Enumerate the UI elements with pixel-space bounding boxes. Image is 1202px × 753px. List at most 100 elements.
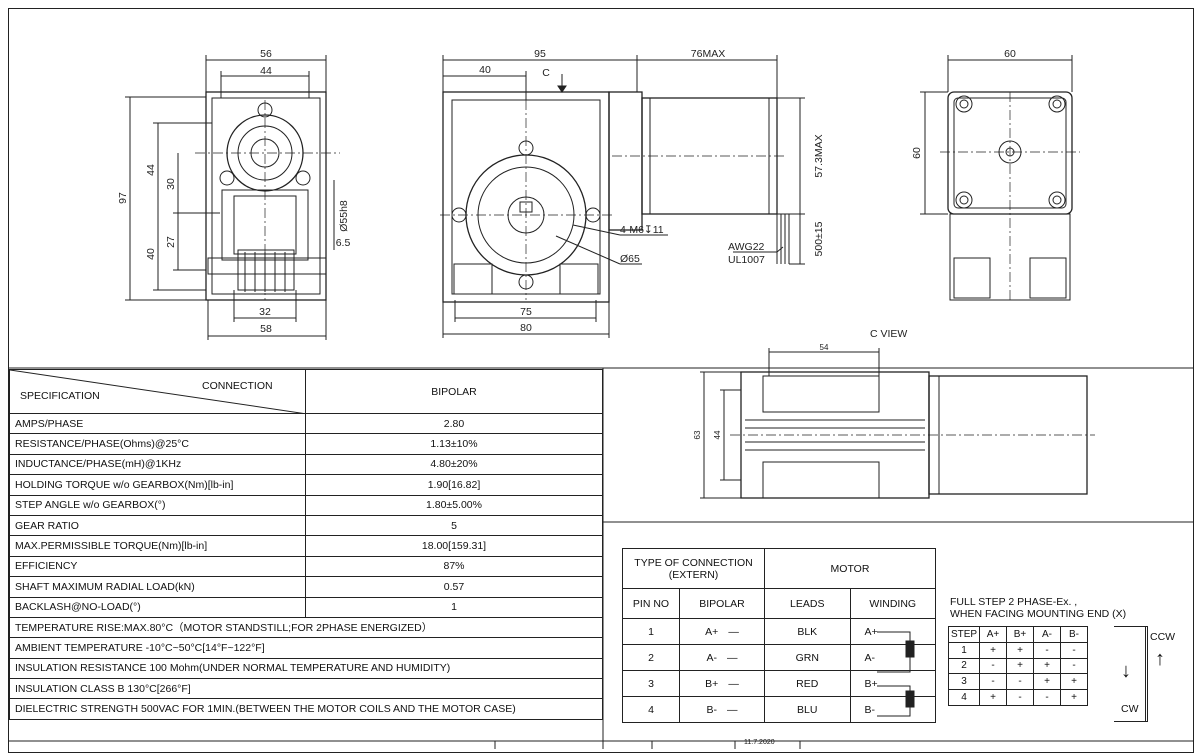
arrow-up-icon: ↑ <box>1155 648 1165 670</box>
lead-color-text: RED <box>796 677 819 690</box>
wire-spec: UL1007 <box>728 254 765 266</box>
step-row: 3--++ <box>948 673 1088 691</box>
dim-label: 40 <box>145 248 157 260</box>
lead-color-text: BLK <box>797 625 818 638</box>
spec-note: DIELECTRIC STRENGTH 500VAC FOR 1MIN.(BET… <box>9 698 603 720</box>
step-cell: + <box>1033 673 1061 691</box>
bipolar-lead: A+— <box>679 618 765 645</box>
step-title-line1: FULL STEP 2 PHASE-Ex. , <box>950 596 1078 608</box>
step-cell: + <box>979 689 1007 706</box>
winding-text: A- <box>864 651 876 664</box>
step-cell: - <box>979 657 1007 675</box>
title-block-date: 11.7.2020 <box>744 739 775 746</box>
spec-value: 4.80±20% <box>305 453 603 476</box>
spec-value: 2.80 <box>305 412 603 435</box>
col-bipolar: BIPOLAR <box>679 588 765 619</box>
step-cell: + <box>1006 641 1034 659</box>
spec-note: INSULATION RESISTANCE 100 Mohm(UNDER NOR… <box>9 657 603 680</box>
pin-no: 1 <box>622 618 680 645</box>
step-cell: - <box>1060 657 1088 675</box>
step-cell: + <box>1033 657 1061 675</box>
dim-label: 60 <box>911 147 923 159</box>
dim-label: 80 <box>520 322 532 334</box>
pin-no: 4 <box>622 696 680 723</box>
spec-label: BACKLASH@NO-LOAD(°) <box>9 596 306 618</box>
step-row: 2-++- <box>948 657 1088 675</box>
dim-label: 63 <box>693 430 702 439</box>
spec-row: MAX.PERMISSIBLE TORQUE(Nm)[lb-in]18.00[1… <box>9 535 603 557</box>
dim-label: 44 <box>260 65 272 77</box>
spec-header-right: BIPOLAR <box>305 369 603 414</box>
hole-note: 4-M6↧11 <box>620 224 664 236</box>
arrow-down-icon: ↓ <box>1121 660 1131 682</box>
spec-note: TEMPERATURE RISE:MAX.80°C（MOTOR STANDSTI… <box>9 616 603 639</box>
spec-label: EFFICIENCY <box>9 555 306 578</box>
direction-box <box>1114 626 1148 722</box>
step-cell: + <box>1060 689 1088 706</box>
step-header: A+ <box>979 626 1007 643</box>
step-header: STEP <box>948 626 980 643</box>
spec-note-row: DIELECTRIC STRENGTH 500VAC FOR 1MIN.(BET… <box>9 698 603 720</box>
spec-value: 0.57 <box>305 576 603 598</box>
spec-label: INDUCTANCE/PHASE(mH)@1KHz <box>9 453 306 476</box>
col-pin-no: PIN NO <box>622 588 680 619</box>
dim-label: 44 <box>713 430 722 439</box>
bipolar-lead-text: A- <box>706 651 718 664</box>
c-view <box>700 348 1095 499</box>
spec-note-row: AMBIENT TEMPERATURE -10°C~50°C[14°F~122°… <box>9 637 603 659</box>
spec-value: 1 <box>305 596 603 618</box>
spec-header-mid: CONNECTION <box>202 380 273 392</box>
direction-box-divider <box>1145 626 1178 722</box>
pin-no: 2 <box>622 644 680 671</box>
spec-label: RESISTANCE/PHASE(Ohms)@25°C <box>9 433 306 455</box>
winding-text: B+ <box>864 677 878 690</box>
lead-color: BLK <box>764 618 851 645</box>
cw-label: CW <box>1121 703 1139 715</box>
dim-label: 56 <box>260 48 272 60</box>
step-cell: 4 <box>948 689 980 706</box>
step-cell: + <box>979 641 1007 659</box>
winding: B+ <box>849 670 936 697</box>
step-cell: - <box>1006 689 1034 706</box>
winding: B- <box>849 696 936 723</box>
step-cell: + <box>1006 657 1034 675</box>
lead-line: — <box>728 625 739 638</box>
spec-value: 87% <box>305 555 603 578</box>
step-cell: + <box>1060 673 1088 691</box>
connection-type-header: TYPE OF CONNECTION (EXTERN) <box>622 548 765 589</box>
step-header: A- <box>1033 626 1061 643</box>
spec-row: SHAFT MAXIMUM RADIAL LOAD(kN)0.57 <box>9 576 603 598</box>
spec-value: 1.80±5.00% <box>305 494 603 516</box>
specification-table: SPECIFICATION CONNECTION BIPOLAR AMPS/PH… <box>9 369 603 720</box>
connection-table: TYPE OF CONNECTION (EXTERN) MOTOR PIN NO… <box>622 548 936 723</box>
step-title-line2: WHEN FACING MOUNTING END (X) <box>950 608 1127 620</box>
dim-label: 75 <box>520 306 532 318</box>
spec-value: 18.00[159.31] <box>305 535 603 557</box>
dim-label: 32 <box>259 306 271 318</box>
lead-color: RED <box>764 670 851 697</box>
spec-label: MAX.PERMISSIBLE TORQUE(Nm)[lb-in] <box>9 535 306 557</box>
lead-color-text: BLU <box>797 703 818 716</box>
step-cell: - <box>1006 673 1034 691</box>
lead-line: — <box>727 703 738 716</box>
step-row: 1++-- <box>948 641 1088 659</box>
dim-label: Ø65 <box>620 253 640 265</box>
lead-color-text: GRN <box>795 651 819 664</box>
dim-label: 54 <box>820 343 829 352</box>
spec-row: STEP ANGLE w/o GEARBOX(°)1.80±5.00% <box>9 494 603 516</box>
dim-label: Ø55h8 <box>338 200 350 232</box>
side-view <box>125 55 340 340</box>
spec-label: AMPS/PHASE <box>9 412 306 435</box>
dim-label: 40 <box>479 64 491 76</box>
dim-label: 27 <box>165 236 177 248</box>
step-cell: 3 <box>948 673 980 691</box>
bipolar-lead: B-— <box>679 696 765 723</box>
spec-value: 1.13±10% <box>305 433 603 455</box>
